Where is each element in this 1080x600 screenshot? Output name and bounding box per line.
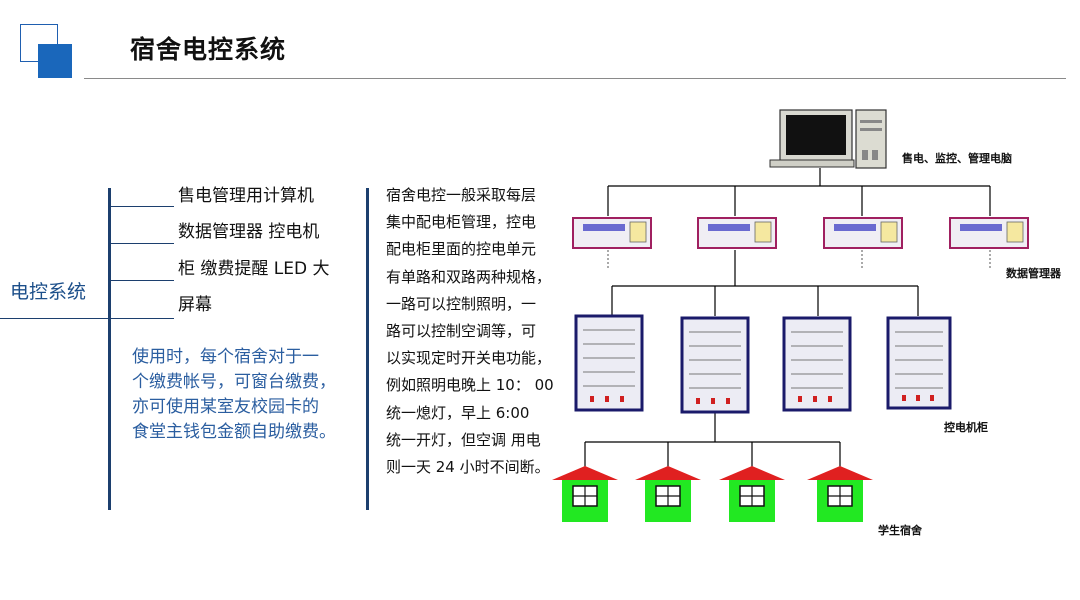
- cabinet-icon: [782, 316, 852, 412]
- side-label-underline: [0, 318, 110, 319]
- cabinet-icon: [680, 316, 750, 414]
- text-line: 配电柜里面的控电单元: [386, 240, 537, 259]
- text-line: 路可以控制空调等，可: [386, 322, 537, 341]
- data-manager-icon: [823, 217, 903, 249]
- logo-square-fill: [38, 44, 72, 78]
- data-manager-icon: [572, 217, 652, 249]
- computer-label: 售电、监控、管理电脑: [902, 152, 1012, 165]
- text-line: 一路可以控制照明，一: [386, 294, 537, 313]
- control-description: 宿舍电控一般采取每层 集中配电柜管理，控电 配电柜里面的控电单元 有单路和双路两…: [386, 182, 576, 481]
- description-line: 个缴费帐号，可窗台缴费，: [132, 372, 336, 392]
- text-line: 以实现定时开关电功能，: [386, 349, 552, 368]
- dorm-house-icon: [552, 466, 618, 522]
- feature-divider: [110, 318, 174, 319]
- text-line: 统一熄灯，早上 6:00: [386, 403, 530, 422]
- cabinet-label: 控电机柜: [944, 421, 988, 434]
- dorm-house-icon: [807, 466, 873, 522]
- feature-item: 数据管理器 控电机: [178, 222, 320, 242]
- feature-divider: [110, 243, 174, 244]
- cabinet-icon: [574, 314, 644, 412]
- dotted-leads: [607, 250, 991, 268]
- dorm-house-icon: [719, 466, 785, 522]
- middle-bar: [366, 188, 369, 510]
- usage-description: 使用时，每个宿舍对于一 个缴费帐号，可窗台缴费， 亦可使用某室友校园卡的 食堂主…: [132, 345, 362, 445]
- side-label: 电控系统: [10, 281, 87, 303]
- feature-divider: [110, 280, 174, 281]
- feature-divider: [110, 206, 174, 207]
- data-manager-icon: [697, 217, 777, 249]
- feature-item: 柜 缴费提醒 LED 大: [178, 259, 330, 279]
- feature-item: 售电管理用计算机: [178, 186, 314, 206]
- data-manager-label: 数据管理器: [1006, 267, 1061, 280]
- feature-item: 屏幕: [178, 295, 212, 315]
- connection-lines: [584, 168, 991, 470]
- text-line: 例如照明电晚上 10： 00: [386, 376, 554, 395]
- text-line: 则一天 24 小时不间断。: [386, 458, 550, 477]
- text-line: 宿舍电控一般采取每层: [386, 186, 537, 204]
- cabinet-icon: [886, 316, 952, 410]
- text-line: 统一开灯，但空调 用电: [386, 430, 541, 449]
- dorm-house-icon: [635, 466, 701, 522]
- text-line: 有单路和双路两种规格，: [386, 267, 552, 286]
- computer-icon: [769, 109, 887, 169]
- dorm-label: 学生宿舍: [878, 524, 922, 537]
- description-line: 使用时，每个宿舍对于一: [132, 347, 319, 367]
- data-manager-icon: [949, 217, 1029, 249]
- left-bracket-bar: [108, 188, 111, 510]
- page-title: 宿舍电控系统: [130, 35, 287, 64]
- description-line: 食堂主钱包金额自助缴费。: [132, 422, 336, 442]
- text-line: 集中配电柜管理，控电: [386, 213, 537, 232]
- description-line: 亦可使用某室友校园卡的: [132, 397, 319, 417]
- title-divider: [84, 78, 1066, 79]
